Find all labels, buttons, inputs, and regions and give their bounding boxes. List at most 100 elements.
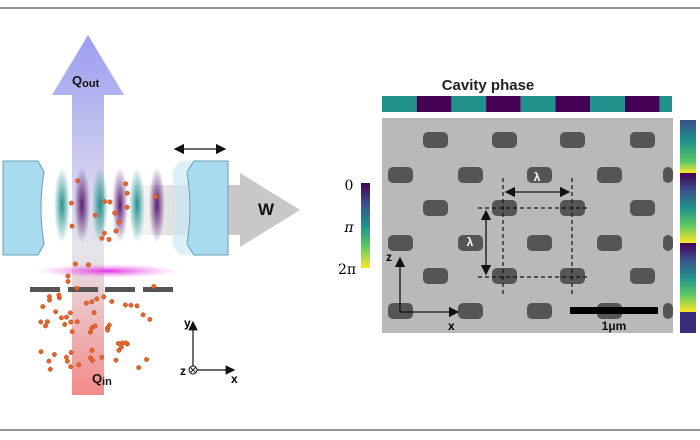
- particle: [76, 362, 82, 368]
- particle: [83, 300, 89, 306]
- particle: [99, 354, 105, 360]
- sem-hole: [630, 132, 655, 148]
- particles: [38, 178, 159, 372]
- particle: [68, 350, 74, 355]
- particle: [56, 292, 62, 298]
- vertical-phase-bar: [680, 120, 696, 333]
- colorbar-tick-0: 0: [345, 178, 354, 194]
- particle: [109, 299, 115, 304]
- particle: [69, 223, 75, 229]
- particle: [68, 319, 74, 325]
- particle: [51, 352, 57, 357]
- particle: [102, 199, 108, 205]
- q-in-label: Qin: [92, 371, 112, 388]
- particle: [38, 349, 44, 355]
- particle: [123, 181, 129, 187]
- particle: [92, 212, 98, 218]
- particle: [107, 199, 113, 205]
- particle: [113, 357, 119, 363]
- sem-hole: [527, 303, 552, 319]
- particle: [118, 344, 124, 350]
- cavity-diagram: W Qout Qin y x z: [2, 35, 300, 395]
- unit-cell: [478, 178, 588, 297]
- sem-hole: [630, 200, 655, 216]
- particle: [64, 314, 69, 320]
- particle: [112, 210, 118, 216]
- wave-lobe: [112, 167, 128, 243]
- particle: [124, 204, 130, 210]
- axis-y-label: y: [184, 316, 191, 330]
- particle: [74, 319, 80, 325]
- sem-hole: [527, 235, 552, 251]
- sem-hole: [423, 200, 448, 216]
- sem-hole: [388, 235, 413, 251]
- sem-hole: [663, 303, 673, 319]
- sem-hole: [423, 268, 448, 284]
- particle: [105, 327, 111, 333]
- particle: [122, 302, 128, 308]
- particle: [65, 273, 71, 279]
- particle: [153, 194, 159, 200]
- particle: [69, 200, 74, 206]
- particle: [74, 285, 80, 291]
- sem-hole: [492, 200, 517, 216]
- particle: [62, 322, 68, 327]
- sem-hole: [458, 303, 483, 319]
- phase-segment: [486, 96, 521, 112]
- sem-hole: [458, 235, 483, 251]
- particle: [53, 309, 59, 315]
- left-mirror: [2, 160, 45, 256]
- sem-hole: [630, 268, 655, 284]
- particle: [43, 323, 48, 329]
- particle: [75, 178, 81, 184]
- phase-segment: [590, 96, 625, 112]
- phase-segment: [382, 96, 417, 112]
- sem-hole: [597, 167, 622, 183]
- particle: [140, 312, 146, 318]
- particle: [72, 261, 78, 267]
- colorbar-tick-pi: π: [343, 220, 354, 236]
- particle: [116, 219, 122, 225]
- particle: [38, 319, 44, 325]
- particle: [124, 190, 130, 196]
- sem-hole: [663, 235, 673, 251]
- particle: [58, 315, 64, 321]
- w-label: W: [258, 200, 275, 219]
- particle: [68, 364, 74, 370]
- sem-hole: [597, 235, 622, 251]
- particle: [115, 341, 121, 346]
- sem-panel: Cavity phase λ λ z x 1μm 0 π 2π: [338, 77, 696, 333]
- particle: [99, 235, 105, 241]
- axis-z-label: z: [180, 364, 186, 378]
- sem-z-label: z: [386, 250, 392, 264]
- wave-lobe: [74, 167, 90, 243]
- particle: [67, 310, 73, 316]
- sem-hole: [527, 167, 552, 183]
- sem-hole: [560, 132, 585, 148]
- particle: [101, 230, 107, 236]
- phase-segment: [659, 96, 672, 112]
- particle: [47, 366, 53, 372]
- wave-lobe: [129, 167, 145, 243]
- sem-x-label: x: [448, 319, 455, 333]
- particle: [151, 284, 157, 289]
- particle: [134, 303, 140, 309]
- particle: [65, 279, 71, 284]
- phase-segment: [624, 96, 660, 112]
- sem-hole: [663, 167, 673, 183]
- axis-x-label: x: [231, 372, 238, 386]
- wave-lobe: [54, 167, 70, 243]
- aperture-grating: [30, 287, 173, 292]
- phase-segment: [555, 96, 591, 112]
- cavity-phase-bar: [382, 96, 672, 112]
- sem-holes: [388, 132, 673, 319]
- particle: [44, 319, 50, 325]
- particle: [91, 310, 97, 316]
- right-mirror: [186, 160, 229, 256]
- particle: [90, 357, 95, 363]
- xyz-axes: y x z: [180, 316, 238, 386]
- particle: [92, 323, 98, 329]
- particle: [40, 304, 46, 310]
